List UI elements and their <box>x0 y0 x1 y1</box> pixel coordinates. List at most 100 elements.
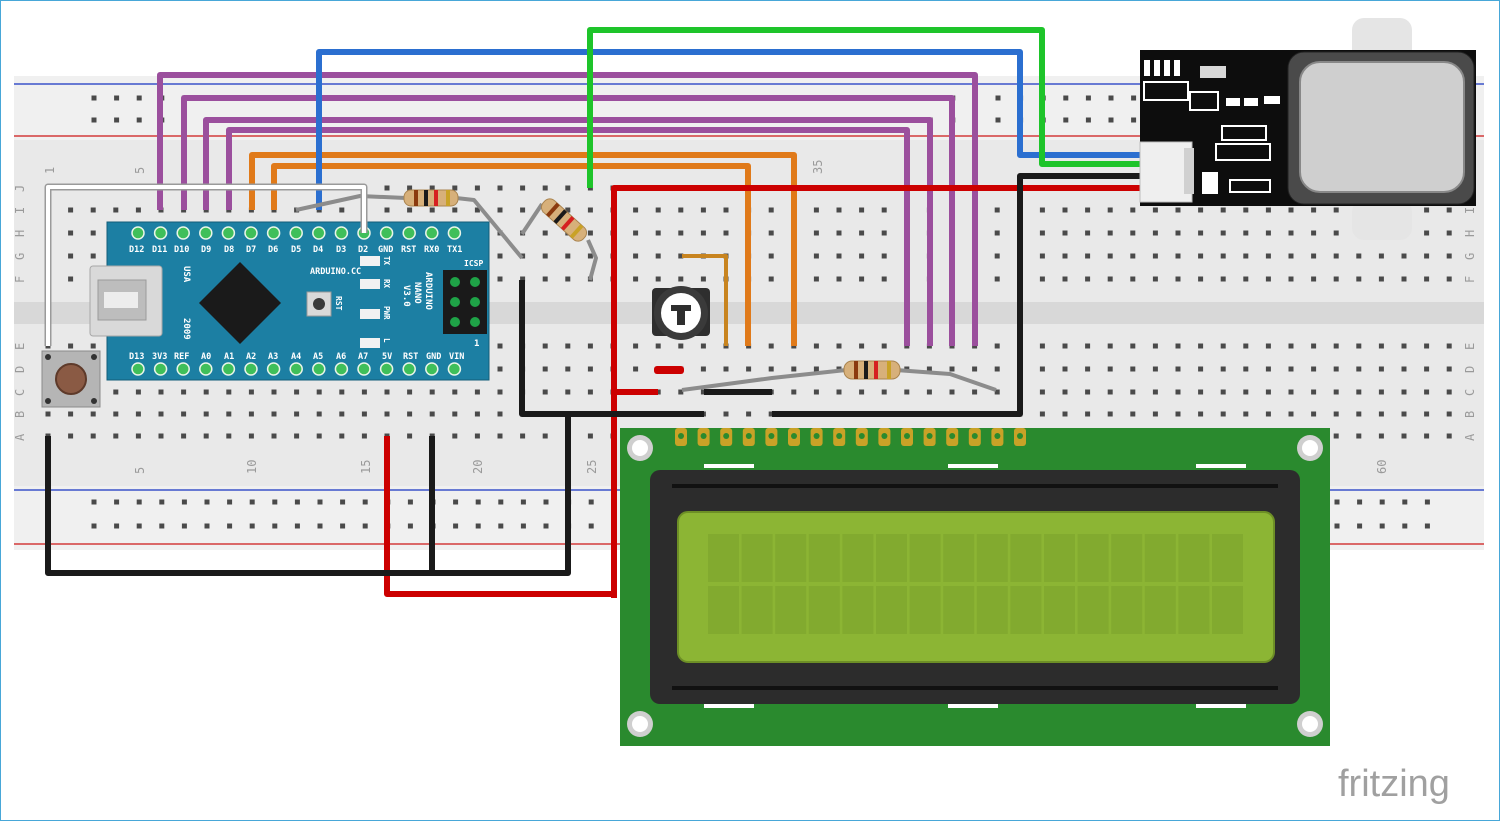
arduino-pin-pad <box>289 226 303 240</box>
wire-purple-d11[interactable] <box>181 95 955 346</box>
breadboard-hole <box>1107 366 1113 372</box>
breadboard-hole <box>1356 366 1362 372</box>
arduino-pin-pad <box>402 362 416 376</box>
breadboard-hole <box>1311 253 1317 259</box>
breadboard-hole <box>768 207 774 213</box>
breadboard-hole <box>836 343 842 349</box>
lcd-pin-hole <box>723 433 730 439</box>
breadboard-hole <box>1288 389 1294 395</box>
breadboard-hole <box>859 343 865 349</box>
lcd-cell <box>1044 586 1075 634</box>
breadboard-hole <box>429 411 435 417</box>
breadboard-hole <box>836 230 842 236</box>
row-letter-i: I <box>13 207 27 214</box>
rail-hole <box>1108 117 1114 123</box>
breadboard-hole <box>1130 253 1136 259</box>
resistor-2[interactable] <box>539 196 590 244</box>
rail-hole <box>340 499 346 505</box>
breadboard-hole <box>407 411 413 417</box>
wire-gray-res1-right[interactable] <box>455 196 524 260</box>
arduino-pin-pad <box>131 362 145 376</box>
breadboard-hole <box>813 207 819 213</box>
lcd-cell <box>741 534 773 582</box>
breadboard-hole <box>497 411 503 417</box>
wire-red-main[interactable] <box>611 185 1140 598</box>
breadboard-hole <box>1130 366 1136 372</box>
lcd-cell <box>775 586 807 634</box>
arduino-pin-pad <box>244 226 258 240</box>
lcd-cell <box>741 586 773 634</box>
wire-black-right[interactable] <box>772 173 1140 417</box>
wire-gray-res3-right[interactable] <box>895 368 997 392</box>
breadboard-hole <box>1265 411 1271 417</box>
breadboard-hole <box>407 207 413 213</box>
breadboard-hole <box>1220 389 1226 395</box>
breadboard-hole <box>1243 253 1249 259</box>
breadboard-hole <box>135 411 141 417</box>
wire-gray-res3-left[interactable] <box>681 368 847 392</box>
breadboard-hole <box>746 411 752 417</box>
resistor-3[interactable] <box>843 360 901 380</box>
arduino-pin-pad <box>199 362 213 376</box>
breadboard-hole <box>361 433 367 439</box>
potentiometer[interactable] <box>652 286 710 340</box>
breadboard-hole <box>836 389 842 395</box>
breadboard-hole <box>904 389 910 395</box>
breadboard-hole <box>361 411 367 417</box>
breadboard-hole <box>1378 343 1384 349</box>
rail-hole <box>1063 95 1069 101</box>
rail-hole <box>181 523 187 529</box>
wire-gray-d3-resistor[interactable] <box>295 194 407 212</box>
pin-label-tx1: TX1 <box>447 245 462 255</box>
breadboard-hole <box>655 343 661 349</box>
reset-button[interactable] <box>306 291 332 317</box>
wire-black-gnd-left[interactable] <box>45 414 571 576</box>
brand-label: ARDUINO.CC <box>310 267 361 277</box>
breadboard-hole <box>90 230 96 236</box>
wire-gray-res2-lead-a[interactable] <box>520 202 544 236</box>
breadboard-hole <box>90 207 96 213</box>
wire-red-5v[interactable] <box>384 436 614 597</box>
breadboard-hole <box>1311 366 1317 372</box>
breadboard-hole <box>633 366 639 372</box>
push-button[interactable] <box>41 350 101 408</box>
resistor-1[interactable] <box>403 189 459 207</box>
breadboard-hole <box>226 389 232 395</box>
lcd-cell <box>808 586 840 634</box>
breadboard-hole <box>1333 433 1339 439</box>
wire-orange-pot[interactable] <box>682 254 728 346</box>
wire-blue[interactable] <box>316 49 1140 210</box>
breadboard-hole <box>1175 207 1181 213</box>
breadboard-hole <box>1220 207 1226 213</box>
wire-purple-d12[interactable] <box>157 72 978 346</box>
breadboard-hole <box>203 411 209 417</box>
rail-hole <box>204 523 210 529</box>
lcd-cell <box>1044 534 1075 582</box>
arduino-nano[interactable]: D12 D11 D10 D9 D8 D7 D6 D5 D4 D3 D2 GND … <box>89 221 490 381</box>
wire-black-top[interactable] <box>519 280 704 417</box>
breadboard-hole <box>1152 343 1158 349</box>
wire-green[interactable] <box>587 27 1140 188</box>
pin-label-d13: D13 <box>129 352 144 362</box>
breadboard-hole <box>1401 253 1407 259</box>
wire-purple-d9[interactable] <box>226 127 910 346</box>
wire-gray-res2-lead-b[interactable] <box>586 239 598 281</box>
breadboard-hole <box>316 433 322 439</box>
breadboard-hole <box>1107 230 1113 236</box>
wire-orange-d8[interactable] <box>249 152 797 346</box>
lcd-16x2[interactable] <box>620 428 1330 746</box>
lcd-pin-hole <box>949 433 956 439</box>
breadboard-hole <box>497 207 503 213</box>
breadboard-hole <box>1446 253 1452 259</box>
pin-label-a5: A5 <box>313 352 323 362</box>
breadboard-hole <box>1220 343 1226 349</box>
wire-purple-d10[interactable] <box>203 117 933 346</box>
model-line-2: NANO <box>412 282 422 304</box>
breadboard-hole <box>1424 411 1430 417</box>
pin-label-d3: D3 <box>336 245 346 255</box>
fingerprint-sensor[interactable] <box>1139 18 1476 240</box>
breadboard-hole <box>520 276 526 282</box>
lcd-cell <box>708 586 739 634</box>
rail-hole <box>91 95 97 101</box>
breadboard-hole <box>700 230 706 236</box>
